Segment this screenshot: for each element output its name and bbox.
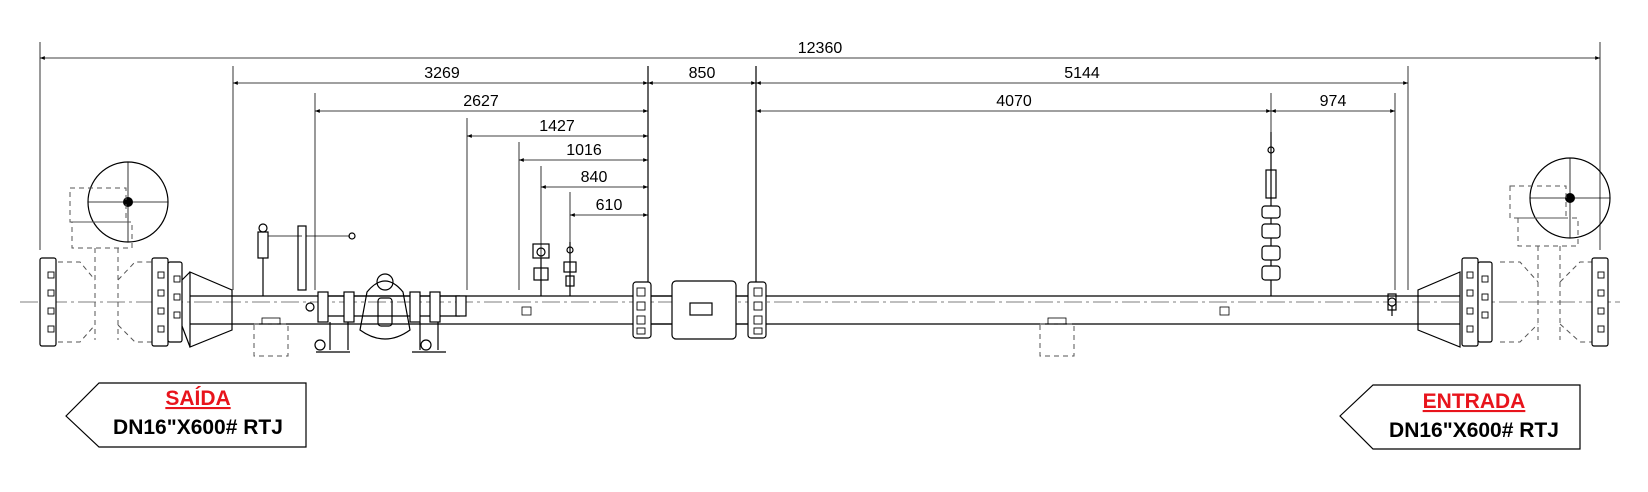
outlet-tag: SAÍDA DN16"X600# RTJ xyxy=(65,382,307,448)
dim-5144: 5144 xyxy=(1064,65,1100,82)
flow-meter-spool xyxy=(632,280,767,340)
outlet-title: SAÍDA xyxy=(165,387,230,410)
dimension-lines xyxy=(39,42,1601,290)
instrument-cluster-left xyxy=(253,223,1075,357)
inlet-ball-valve xyxy=(1370,157,1611,347)
inlet-title: ENTRADA xyxy=(1423,390,1526,413)
dim-4070: 4070 xyxy=(996,93,1032,110)
dim-974: 974 xyxy=(1320,93,1347,110)
dim-2627: 2627 xyxy=(463,93,499,110)
dim-610: 610 xyxy=(596,197,623,214)
inlet-tag: ENTRADA DN16"X600# RTJ xyxy=(1339,384,1581,450)
vertical-instrument-right xyxy=(1261,132,1281,296)
dim-1016: 1016 xyxy=(566,142,602,159)
dim-1427: 1427 xyxy=(539,118,575,135)
dim-overall: 12360 xyxy=(798,40,843,57)
main-pipe xyxy=(20,271,1620,348)
outlet-spec: DN16"X600# RTJ xyxy=(113,416,283,439)
dimension-texts: 12360 3269 850 5144 2627 4070 974 1427 1… xyxy=(424,40,1346,214)
dim-850: 850 xyxy=(689,65,716,82)
outlet-ball-valve xyxy=(39,161,191,348)
inlet-spec: DN16"X600# RTJ xyxy=(1389,419,1559,442)
dim-3269: 3269 xyxy=(424,65,460,82)
dim-840: 840 xyxy=(581,169,608,186)
